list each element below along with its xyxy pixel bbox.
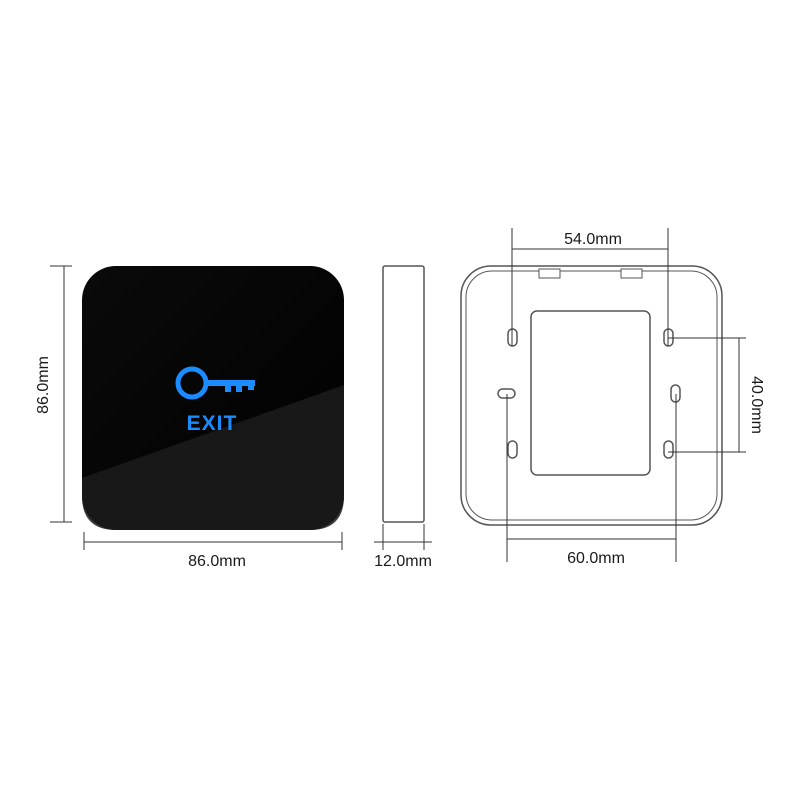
button-reflection <box>82 385 344 530</box>
top-hole-spacing-label: 54.0mm <box>564 231 622 248</box>
back-center-panel <box>530 310 651 476</box>
side-depth-dimension <box>374 524 432 550</box>
side-profile <box>382 265 425 523</box>
top-clip-right <box>620 268 643 279</box>
front-height-dimension <box>50 265 72 523</box>
front-width-label: 86.0mm <box>188 553 246 570</box>
front-height-label: 86.0mm <box>35 356 52 414</box>
side-depth-label: 12.0mm <box>374 553 432 570</box>
front-view: EXIT 86.0mm 86.0mm <box>35 265 344 570</box>
exit-label: EXIT <box>187 412 238 435</box>
back-inner-frame <box>465 270 718 521</box>
mounting-hole <box>507 440 518 459</box>
vertical-hole-spacing-label: 40.0mm <box>748 376 765 434</box>
bottom-hole-spacing-dimension <box>506 394 677 562</box>
front-width-dimension <box>83 532 343 550</box>
vertical-hole-spacing-dimension <box>668 337 746 453</box>
key-icon <box>175 366 255 400</box>
back-view: 54.0mm 60.0mm 40.0mm <box>460 228 765 567</box>
side-view: 12.0mm <box>374 265 432 570</box>
top-hole-spacing-dimension <box>511 228 669 346</box>
bottom-hole-spacing-label: 60.0mm <box>567 550 625 567</box>
top-clip-left <box>538 268 561 279</box>
mounting-hole <box>663 440 674 459</box>
